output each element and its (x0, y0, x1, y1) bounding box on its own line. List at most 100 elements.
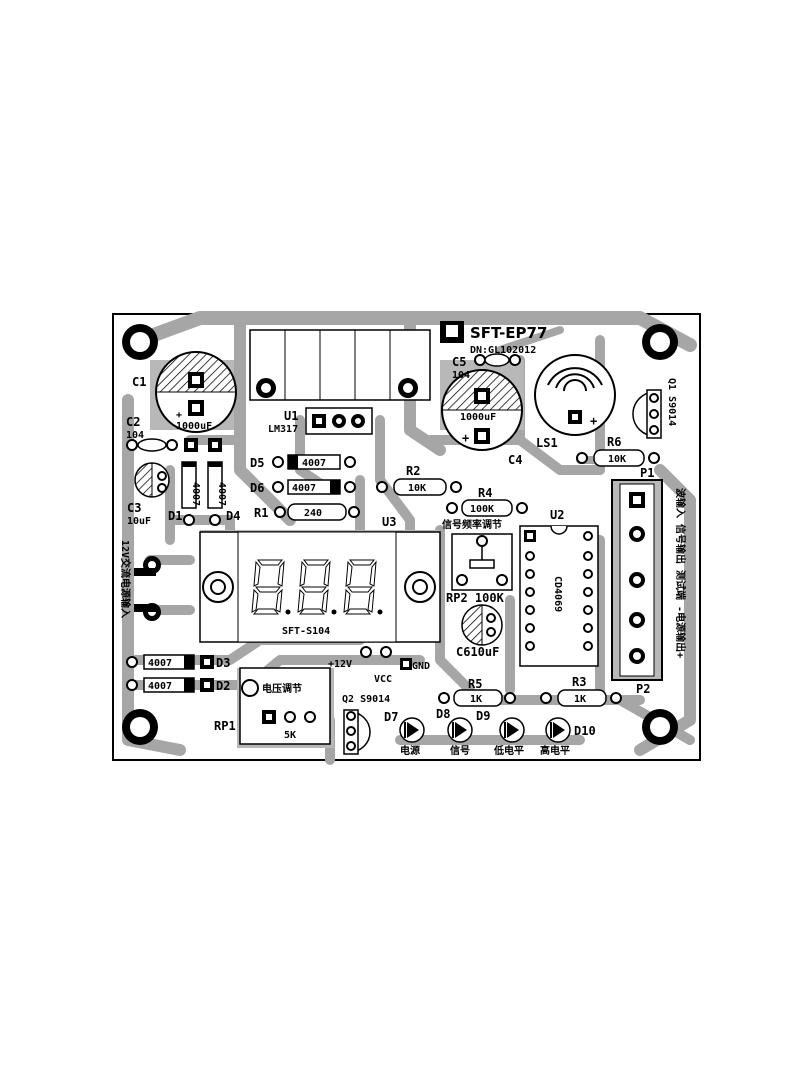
buzzer-ls1: + (534, 354, 616, 436)
resistor-r5: 1K (438, 689, 516, 707)
seven-segment-digits (251, 559, 383, 615)
svg-text:10K: 10K (608, 454, 626, 465)
diode-d6: 4007 (272, 479, 356, 495)
svg-text:4007: 4007 (216, 482, 227, 506)
svg-text:240: 240 (304, 508, 322, 519)
right-side-label: 波输入 信号输出 测试端 -电源输出+ (674, 488, 687, 658)
d7-label: 电源 (400, 744, 420, 757)
diode-d5: 4007 (272, 454, 356, 470)
gnd-label: GND (412, 661, 430, 672)
c5-ref: C5 (452, 355, 466, 369)
u3-ref: U3 (382, 515, 396, 529)
r2-ref: R2 (406, 464, 420, 478)
d8-ref: D8 (436, 707, 450, 721)
rp2-label: 信号频率调节 (442, 518, 502, 531)
svg-text:1K: 1K (574, 694, 586, 705)
d1-ref: D1 (168, 509, 182, 523)
rp2-ref: RP2 100K (446, 591, 505, 605)
d9-ref: D9 (476, 709, 490, 723)
resistor-r3: 1K (540, 689, 622, 707)
r3-ref: R3 (572, 675, 586, 689)
led-d8 (447, 717, 473, 743)
d8-label: 信号 (450, 744, 470, 757)
vcc-label: VCC (374, 674, 392, 685)
d6-ref: D6 (250, 481, 264, 495)
svg-text:CD4069: CD4069 (552, 576, 563, 612)
diode-d3: 4007 (126, 654, 214, 670)
board-dn-code: DN:GL102012 (470, 345, 536, 356)
svg-text:+: + (462, 431, 469, 445)
capacitor-c5 (474, 353, 521, 367)
transistor-q2 (343, 709, 371, 755)
diode-d1: 4007 (181, 461, 201, 509)
c1-value: 1000uF (176, 421, 212, 432)
power-pins (360, 646, 412, 670)
potentiometer-rp2 (451, 533, 513, 591)
d5-ref: D5 (250, 456, 264, 470)
diode-d2: 4007 (126, 677, 214, 693)
c3-value: 10uF (127, 516, 151, 527)
led-d9 (499, 717, 525, 743)
capacitor-c4: 1000uF + (441, 369, 523, 451)
d9-label: 低电平 (493, 744, 524, 757)
svg-text:4007: 4007 (148, 681, 172, 692)
rp1-ref: RP1 (214, 719, 236, 733)
r4-ref: R4 (478, 486, 492, 500)
c6-label: C610uF (456, 645, 499, 659)
capacitor-c1: + 1000uF (155, 351, 237, 433)
svg-text:10K: 10K (408, 483, 426, 494)
d10-label: 高电平 (540, 744, 570, 757)
svg-text:电压调节: 电压调节 (262, 682, 302, 695)
diode-d4: 4007 (207, 461, 227, 509)
led-d10 (545, 717, 571, 743)
svg-text:100K: 100K (470, 504, 494, 515)
capacitor-c6 (461, 604, 503, 646)
d4-ref: D4 (226, 509, 240, 523)
svg-text:5K: 5K (284, 730, 296, 741)
resistor-r2: 10K (376, 478, 462, 496)
mounting-holes (122, 324, 678, 745)
connector-p1-p2 (611, 479, 663, 681)
c3-ref: C3 (127, 501, 141, 515)
d3-ref: D3 (216, 656, 230, 670)
q2-label: Q2 S9014 (342, 694, 390, 705)
d2-ref: D2 (216, 679, 230, 693)
c4-ref: C4 (508, 453, 522, 467)
resistor-r6: 10K (576, 449, 660, 467)
c5-value: 104 (452, 370, 470, 381)
ic-u2: CD4069 (519, 525, 599, 667)
svg-text:1K: 1K (470, 694, 482, 705)
potentiometer-rp1: 电压调节 5K (239, 667, 331, 745)
resistor-r1: 240 (274, 503, 360, 521)
r6-ref: R6 (607, 435, 621, 449)
regulator-u1 (249, 329, 431, 435)
u1-ref: U1 (284, 409, 298, 423)
u2-ref: U2 (550, 508, 564, 522)
ac-input-label: 12V交流电源输入 (119, 540, 132, 618)
plus12v-label: +12V (328, 659, 352, 670)
svg-text:+: + (590, 414, 597, 428)
svg-text:4007: 4007 (148, 658, 172, 669)
svg-text:SFT-S104: SFT-S104 (282, 626, 330, 637)
transistor-q1 (632, 389, 662, 439)
ls1-ref: LS1 (536, 436, 558, 450)
svg-text:1000uF: 1000uF (460, 412, 496, 423)
u1-value: LM317 (268, 424, 298, 435)
resistor-r4: 100K (446, 499, 528, 517)
r1-ref: R1 (254, 506, 268, 520)
capacitor-c3 (134, 462, 170, 498)
p2-ref: P2 (636, 682, 650, 696)
display-u3: SFT-S104 (199, 531, 441, 643)
c2-ref: C2 (126, 415, 140, 429)
svg-text:+: + (176, 410, 182, 421)
led-d7 (399, 717, 425, 743)
svg-text:4007: 4007 (302, 458, 326, 469)
r5-ref: R5 (468, 677, 482, 691)
d10-ref: D10 (574, 724, 596, 738)
ac-input-terminals (134, 556, 161, 621)
c2-value: 104 (126, 430, 144, 441)
svg-text:4007: 4007 (190, 482, 201, 506)
capacitor-c2 (126, 438, 178, 452)
svg-text:4007: 4007 (292, 483, 316, 494)
